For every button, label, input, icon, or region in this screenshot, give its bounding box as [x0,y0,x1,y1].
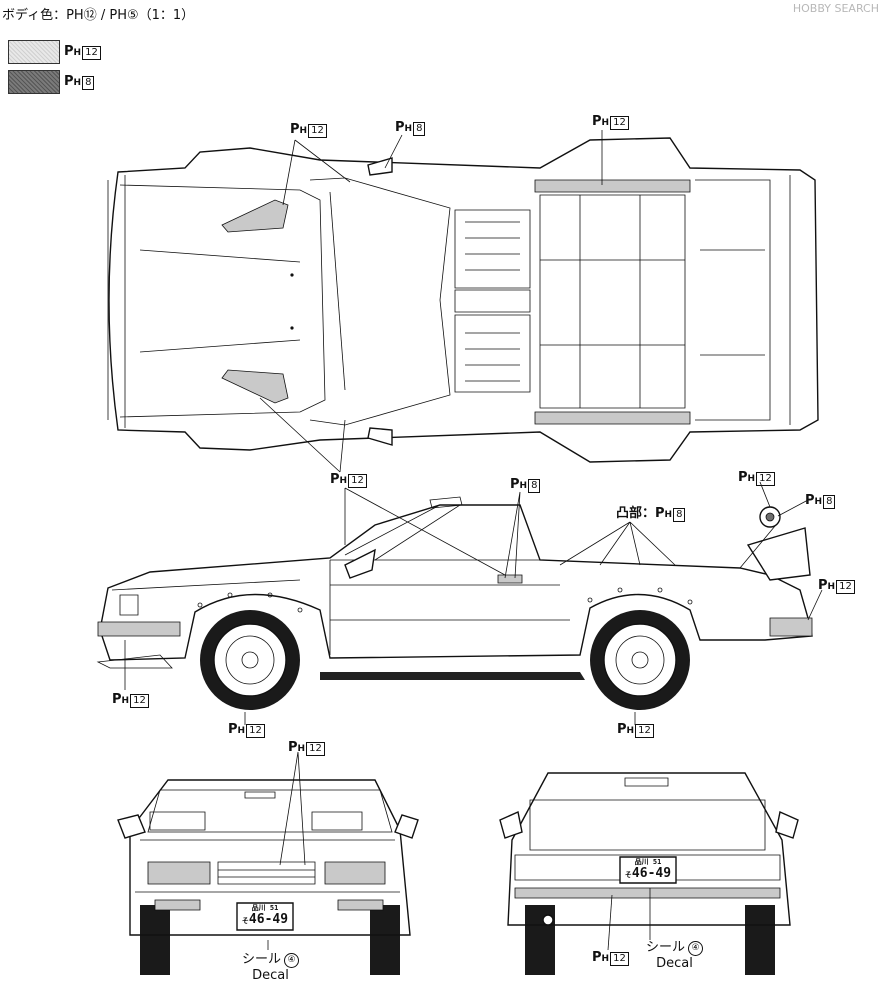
front-plate-number: そ46-49 [241,912,289,927]
rear-view [499,772,799,975]
front-plate-region: 品川 51 [251,904,279,912]
watermark: HOBBY SEARCH [792,2,879,15]
legend-swatch-ph8 [8,70,60,94]
front-view [117,751,419,975]
rear-plate-number: そ46-49 [624,866,672,881]
front-plate: 品川 51 そ46-49 [238,904,292,929]
legend-swatch-ph12 [8,40,60,64]
rear-plate: 品川 51 そ46-49 [621,858,675,883]
rear-plate-region: 品川 51 [634,858,662,866]
side-view [96,481,823,725]
header-title: ボディ色：PH⑫ / PH⑤（1：1） [2,8,195,23]
paint-header: ボディ色：PH⑫ / PH⑤（1：1） [2,4,194,23]
top-view [107,130,819,473]
